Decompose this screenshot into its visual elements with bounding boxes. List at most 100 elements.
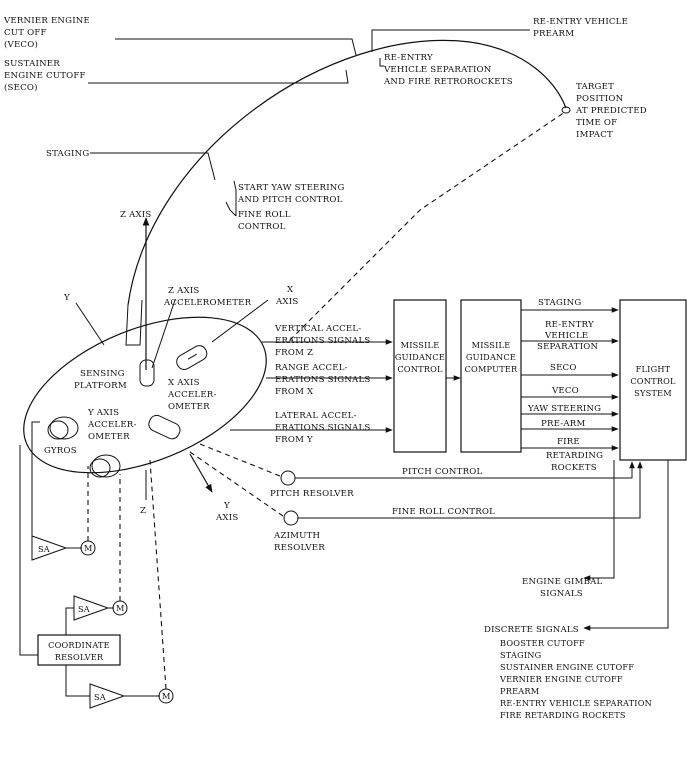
- separation-label: RE-ENTRY VEHICLE SEPARATION AND FIRE RET…: [383, 53, 513, 87]
- svg-text:RESOLVER: RESOLVER: [55, 652, 104, 662]
- svg-text:PLATFORM: PLATFORM: [74, 381, 127, 391]
- svg-text:ERATIONS SIGNALS: ERATIONS SIGNALS: [275, 423, 370, 433]
- svg-text:POSITION: POSITION: [576, 94, 624, 104]
- svg-text:ERATIONS SIGNALS: ERATIONS SIGNALS: [275, 336, 370, 346]
- fine-roll-label: FINE ROLL CONTROL: [238, 210, 291, 232]
- coordinate-resolver-box-label: COORDINATE RESOLVER: [48, 640, 110, 662]
- discrete-signals-list: BOOSTER CUTOFF STAGING SUSTAINER ENGINE …: [499, 638, 652, 720]
- svg-text:FIRE RETARDING ROCKETS: FIRE RETARDING ROCKETS: [500, 710, 626, 720]
- signal-arrows: [230, 339, 393, 433]
- svg-text:AND FIRE RETROROCKETS: AND FIRE RETROROCKETS: [383, 77, 513, 87]
- svg-text:VEHICLE: VEHICLE: [544, 331, 588, 341]
- z-label: Z: [140, 506, 146, 516]
- svg-text:OMETER: OMETER: [88, 432, 130, 442]
- svg-text:VERNIER ENGINE CUTOFF: VERNIER ENGINE CUTOFF: [499, 674, 623, 684]
- svg-text:ENGINE GIMBAL: ENGINE GIMBAL: [522, 577, 603, 587]
- z-accelerometer-label: Z AXIS ACCELEROMETER: [163, 286, 252, 308]
- svg-text:SIGNALS: SIGNALS: [540, 589, 583, 599]
- lateral-signals-label: LATERAL ACCEL- ERATIONS SIGNALS FROM Y: [275, 411, 370, 445]
- engine-gimbal-label: ENGINE GIMBAL SIGNALS: [522, 577, 603, 599]
- svg-text:CONTROL: CONTROL: [630, 376, 676, 386]
- svg-text:CONTROL: CONTROL: [397, 364, 443, 374]
- svg-text:RESOLVER: RESOLVER: [274, 543, 325, 553]
- seco-label: SUSTAINER ENGINE CUTOFF (SECO): [4, 59, 86, 93]
- svg-text:IMPACT: IMPACT: [576, 130, 613, 140]
- svg-text:RE-ENTRY VEHICLE: RE-ENTRY VEHICLE: [533, 17, 628, 27]
- motor-label-2: M: [116, 603, 125, 613]
- svg-text:CUT OFF: CUT OFF: [4, 28, 47, 38]
- fine-roll-control-label: FINE ROLL CONTROL: [392, 507, 495, 517]
- trajectory-leaders: [88, 29, 530, 217]
- svg-text:SENSING: SENSING: [80, 369, 125, 379]
- pitch-resolver-label: PITCH RESOLVER: [270, 489, 354, 499]
- output-seco: SECO: [550, 363, 577, 373]
- target-label: TARGET POSITION AT PREDICTED TIME OF IMP…: [575, 82, 647, 140]
- svg-text:GUIDANCE: GUIDANCE: [466, 352, 516, 362]
- discrete-signals-title: DISCRETE SIGNALS: [484, 625, 579, 635]
- sa-label-1: SA: [38, 544, 50, 554]
- y-accelerometer-label: Y AXIS ACCELER- OMETER: [87, 408, 137, 442]
- missile-guidance-computer-box: MISSILE GUIDANCE COMPUTER: [460, 299, 522, 453]
- svg-text:VEHICLE SEPARATION: VEHICLE SEPARATION: [383, 65, 492, 75]
- svg-text:(SECO): (SECO): [4, 82, 38, 93]
- yaw-steering-label: START YAW STEERING AND PITCH CONTROL: [237, 183, 345, 205]
- svg-text:Y: Y: [223, 501, 230, 511]
- gyros-label: GYROS: [44, 446, 77, 456]
- svg-text:FROM Z: FROM Z: [275, 348, 313, 358]
- svg-text:PREARM: PREARM: [500, 686, 539, 696]
- svg-text:AZIMUTH: AZIMUTH: [273, 531, 321, 541]
- svg-text:AXIS: AXIS: [215, 513, 238, 523]
- flight-control-system-box: FLIGHT CONTROL SYSTEM: [619, 299, 687, 461]
- svg-text:ROCKETS: ROCKETS: [551, 463, 597, 473]
- svg-text:ENGINE CUTOFF: ENGINE CUTOFF: [4, 71, 86, 81]
- svg-text:ACCELER-: ACCELER-: [167, 390, 217, 400]
- missile-guidance-control-box: MISSILE GUIDANCE CONTROL: [393, 299, 447, 453]
- svg-text:X: X: [287, 285, 294, 295]
- sensing-platform: [23, 217, 269, 500]
- veco-label: VERNIER ENGINE CUT OFF (VECO): [3, 16, 90, 50]
- azimuth-resolver-label: AZIMUTH RESOLVER: [273, 531, 325, 553]
- svg-text:START YAW STEERING: START YAW STEERING: [238, 183, 345, 193]
- sensing-platform-label: SENSING PLATFORM: [74, 369, 127, 391]
- pitch-control-label: PITCH CONTROL: [402, 467, 482, 477]
- svg-text:SUSTAINER: SUSTAINER: [4, 59, 60, 69]
- output-rev-separation: RE-ENTRY VEHICLE SEPARATION: [537, 320, 599, 352]
- x-accelerometer-label: X AXIS ACCELER- OMETER: [167, 378, 217, 412]
- svg-text:FLIGHT: FLIGHT: [636, 364, 671, 374]
- z-axis-label: Z AXIS: [120, 210, 152, 220]
- output-prearm: PRE-ARM: [541, 419, 585, 429]
- output-fire: FIRE RETARDING ROCKETS: [546, 437, 603, 473]
- trajectory-arc: [127, 39, 571, 341]
- sa-label-2: SA: [78, 604, 90, 614]
- svg-text:TARGET: TARGET: [576, 82, 614, 92]
- svg-text:ACCELER-: ACCELER-: [87, 420, 137, 430]
- svg-text:AND PITCH CONTROL: AND PITCH CONTROL: [237, 195, 343, 205]
- svg-text:RE-ENTRY VEHICLE SEPARATION: RE-ENTRY VEHICLE SEPARATION: [500, 698, 652, 708]
- svg-text:ERATIONS SIGNALS: ERATIONS SIGNALS: [275, 375, 370, 385]
- svg-text:SYSTEM: SYSTEM: [634, 388, 672, 398]
- resolver-lines: [189, 443, 643, 526]
- svg-text:COMPUTER: COMPUTER: [465, 364, 518, 374]
- svg-text:SEPARATION: SEPARATION: [537, 342, 599, 352]
- svg-text:ACCELEROMETER: ACCELEROMETER: [163, 298, 252, 308]
- prearm-label: RE-ENTRY VEHICLE PREARM: [533, 17, 628, 39]
- svg-text:GUIDANCE: GUIDANCE: [395, 352, 445, 362]
- svg-text:VERNIER ENGINE: VERNIER ENGINE: [3, 16, 90, 26]
- y-axis-label: Y AXIS: [215, 501, 238, 523]
- range-signals-label: RANGE ACCEL- ERATIONS SIGNALS FROM X: [275, 363, 370, 397]
- svg-text:Z AXIS: Z AXIS: [168, 286, 200, 296]
- svg-text:CONTROL: CONTROL: [238, 222, 286, 232]
- staging-label: STAGING: [46, 149, 89, 159]
- svg-text:OMETER: OMETER: [168, 402, 210, 412]
- svg-text:LATERAL ACCEL-: LATERAL ACCEL-: [275, 411, 357, 421]
- svg-text:BOOSTER CUTOFF: BOOSTER CUTOFF: [500, 638, 585, 648]
- x-axis-label: X AXIS: [275, 285, 298, 307]
- output-veco: VECO: [551, 386, 579, 396]
- svg-text:COORDINATE: COORDINATE: [48, 640, 110, 650]
- svg-text:PREARM: PREARM: [533, 29, 574, 39]
- servo-loop: [19, 421, 174, 709]
- svg-text:SUSTAINER ENGINE CUTOFF: SUSTAINER ENGINE CUTOFF: [500, 662, 634, 672]
- computer-output-lines: [521, 307, 619, 451]
- motor-label-1: M: [84, 543, 93, 553]
